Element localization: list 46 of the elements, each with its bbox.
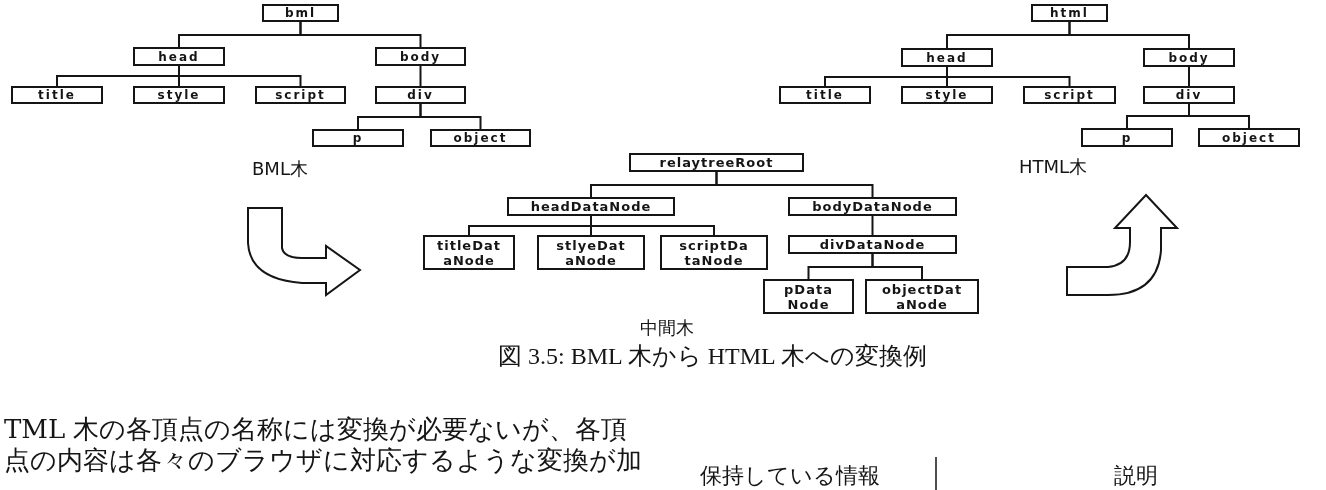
tree-node-box: relaytreeRoot <box>629 153 804 172</box>
tree-node-box: objectDataNode <box>865 279 979 314</box>
connector-line <box>178 65 302 87</box>
connector-line <box>871 253 923 280</box>
connector-line <box>419 103 482 130</box>
tree-caption: HTML木 <box>1019 155 1088 179</box>
tree-node-box: title <box>779 86 871 104</box>
connector-line <box>946 66 1071 87</box>
connector-line <box>1188 103 1250 129</box>
tree-node-box: html <box>1031 4 1108 22</box>
tree-node-box: object <box>430 129 531 147</box>
tree-node-box: object <box>1198 128 1300 147</box>
tree-node-box: headDataNode <box>507 197 675 216</box>
connector-line <box>1188 66 1190 87</box>
column-heading: 説明 <box>1114 462 1158 490</box>
connector-line <box>715 171 874 198</box>
body-paragraph: TML 木の各頂点の名称には変換が必要ないが、各頂点の内容は各々のブラウザに対応するような変換が加 <box>4 414 643 476</box>
tree-caption: 中間木 <box>640 316 694 340</box>
tree-node-box: stlyeDataNode <box>537 235 645 270</box>
tree-node-box: head <box>133 47 225 66</box>
connector-line <box>419 65 422 87</box>
tree-node-box: style <box>133 86 225 104</box>
tree-caption: BML木 <box>252 157 308 181</box>
tree-node-box: p <box>312 129 404 147</box>
tree-node-box: script <box>255 86 346 104</box>
tree-node-box: p <box>1081 128 1173 147</box>
tree-node-box: divDataNode <box>788 235 957 254</box>
tree-node-box: title <box>11 86 103 104</box>
tree-node-box: body <box>375 47 466 66</box>
tree-node-box: body <box>1143 48 1235 67</box>
figure-caption: 図 3.5: BML 木から HTML 木への変換例 <box>498 342 927 371</box>
tree-node-box: head <box>901 48 993 67</box>
tree-node-box: style <box>901 86 993 104</box>
connector-line <box>871 215 874 236</box>
connector-line <box>590 215 715 236</box>
tree-node-box: titleDataNode <box>423 235 515 270</box>
tree-node-box: scriptDataNode <box>660 235 768 270</box>
tree-node-box: pDataNode <box>763 279 854 314</box>
connector-line <box>1068 21 1190 49</box>
tree-node-box: div <box>1143 86 1235 104</box>
column-heading: 保持している情報 <box>700 462 880 490</box>
tree-node-box: div <box>375 86 466 104</box>
tree-node-box: bml <box>262 4 339 22</box>
connector-line <box>299 21 422 48</box>
tree-node-box: script <box>1023 86 1116 104</box>
tree-node-box: bodyDataNode <box>788 197 957 216</box>
